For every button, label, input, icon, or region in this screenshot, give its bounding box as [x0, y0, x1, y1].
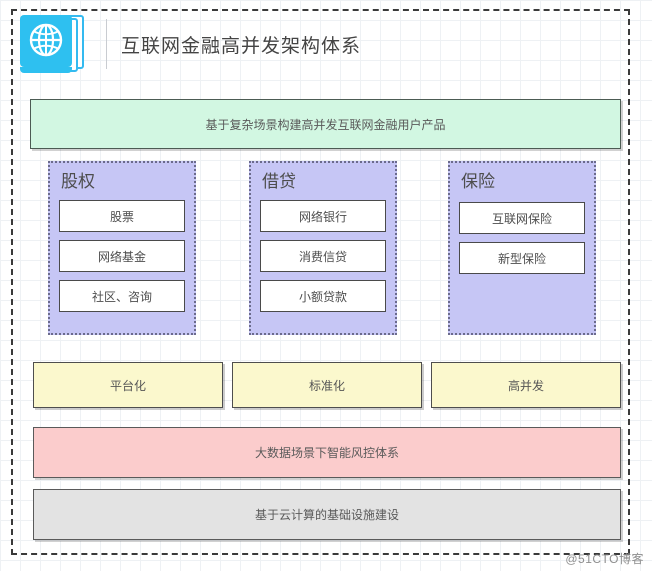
pillar-title: 保险 — [461, 172, 495, 191]
pillar-item[interactable]: 新型保险 — [459, 242, 585, 274]
risk-control-banner: 大数据场景下智能风控体系 — [33, 427, 621, 478]
diagram-header: 互联网金融高并发架构体系 — [18, 10, 361, 78]
pillar-item[interactable]: 网络基金 — [59, 240, 185, 272]
pillar-item[interactable]: 股票 — [59, 200, 185, 232]
diagram-frame — [11, 9, 630, 555]
capability-box[interactable]: 标准化 — [232, 362, 422, 408]
pillar-lending: 借贷 网络银行 消费信贷 小额贷款 — [249, 161, 397, 335]
pillar-item[interactable]: 互联网保险 — [459, 202, 585, 234]
pillar-insurance: 保险 互联网保险 新型保险 — [448, 161, 596, 335]
pillar-title: 股权 — [61, 172, 95, 191]
capability-box[interactable]: 高并发 — [431, 362, 621, 408]
pillar-title: 借贷 — [262, 172, 296, 191]
pillar-item[interactable]: 小额贷款 — [260, 280, 386, 312]
product-layer-banner: 基于复杂场景构建高并发互联网金融用户产品 — [30, 99, 621, 149]
header-divider — [106, 19, 107, 69]
infrastructure-banner: 基于云计算的基础设施建设 — [33, 489, 621, 540]
watermark: @51CTO博客 — [565, 552, 644, 566]
globe-icon — [29, 23, 63, 57]
pillar-item[interactable]: 社区、咨询 — [59, 280, 185, 312]
capability-box[interactable]: 平台化 — [33, 362, 223, 408]
page-title: 互联网金融高并发架构体系 — [121, 35, 362, 57]
book-card-spine — [20, 67, 72, 73]
globe-book-icon — [18, 13, 90, 75]
pillar-item[interactable]: 消费信贷 — [260, 240, 386, 272]
pillar-item[interactable]: 网络银行 — [260, 200, 386, 232]
pillar-equity: 股权 股票 网络基金 社区、咨询 — [48, 161, 196, 335]
